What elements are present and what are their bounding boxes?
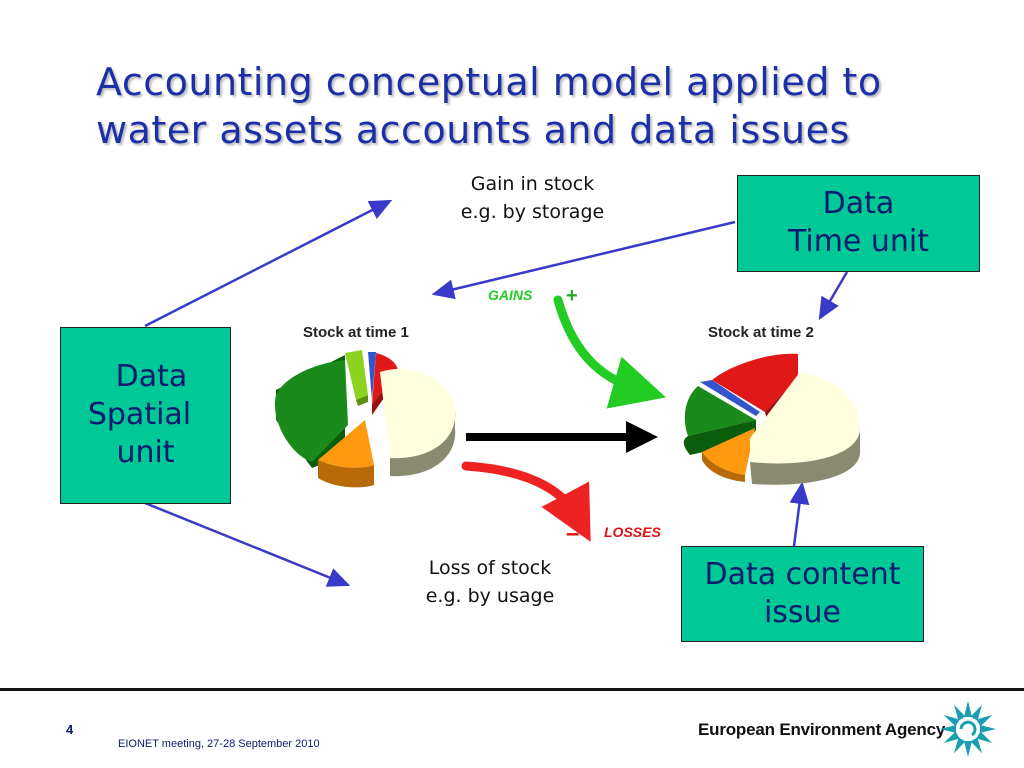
box-spatial-unit-line-2: Spatial [87,397,192,432]
stock2-label: Stock at time 2 [708,324,814,341]
losses-sign: – [566,520,579,547]
box-data-time-unit: Data Time unit [737,175,980,272]
box-data-spatial-unit: Data Spatial unit [60,327,231,504]
box-spatial-unit-line-1: Data [115,359,188,394]
arrow-content-to-stock2 [789,481,810,547]
box-time-unit-line-1: Data [822,186,895,221]
losses-arrow [461,461,591,542]
box-data-content-issue: Data content issue [681,546,924,642]
gain-caption-line-2: e.g. by storage [460,201,605,223]
loss-caption: Loss of stock e.g. by usage [390,554,590,610]
slide-title-line-2: water assets accounts and data issues [96,108,850,152]
pie-stock-time-1 [274,350,456,488]
footer-divider [0,688,1024,691]
arrow-time-to-stock2 [818,271,849,321]
meeting-info: EIONET meeting, 27-28 September 2010 [118,738,320,750]
loss-caption-line-2: e.g. by usage [425,585,555,607]
arrow-time-to-stock1 [431,220,736,300]
stock1-label: Stock at time 1 [303,324,409,341]
arrow-spatial-to-loss [144,501,351,587]
gains-label: GAINS [488,287,533,303]
page-number: 4 [66,722,74,737]
loss-caption-line-1: Loss of stock [428,557,552,579]
slide-title-line-1: Accounting conceptual model applied to [96,60,882,104]
box-content-issue-line-2: issue [763,595,842,630]
gain-caption-line-1: Gain in stock [470,173,595,195]
slide-title: Accounting conceptual model applied to w… [96,58,956,154]
box-content-issue-line-1: Data content [704,557,901,592]
gain-caption: Gain in stock e.g. by storage [430,170,635,226]
box-time-unit-line-2: Time unit [787,224,930,259]
gains-arrow [553,295,666,409]
agency-name: European Environment Agency [698,720,946,739]
arrow-spatial-to-gain [144,199,393,328]
box-spatial-unit-line-3: unit [116,435,175,470]
losses-label: LOSSES [604,524,661,540]
eea-logo-icon [940,701,996,757]
gains-sign: + [566,285,578,307]
pie-stock-time-2 [683,353,861,485]
